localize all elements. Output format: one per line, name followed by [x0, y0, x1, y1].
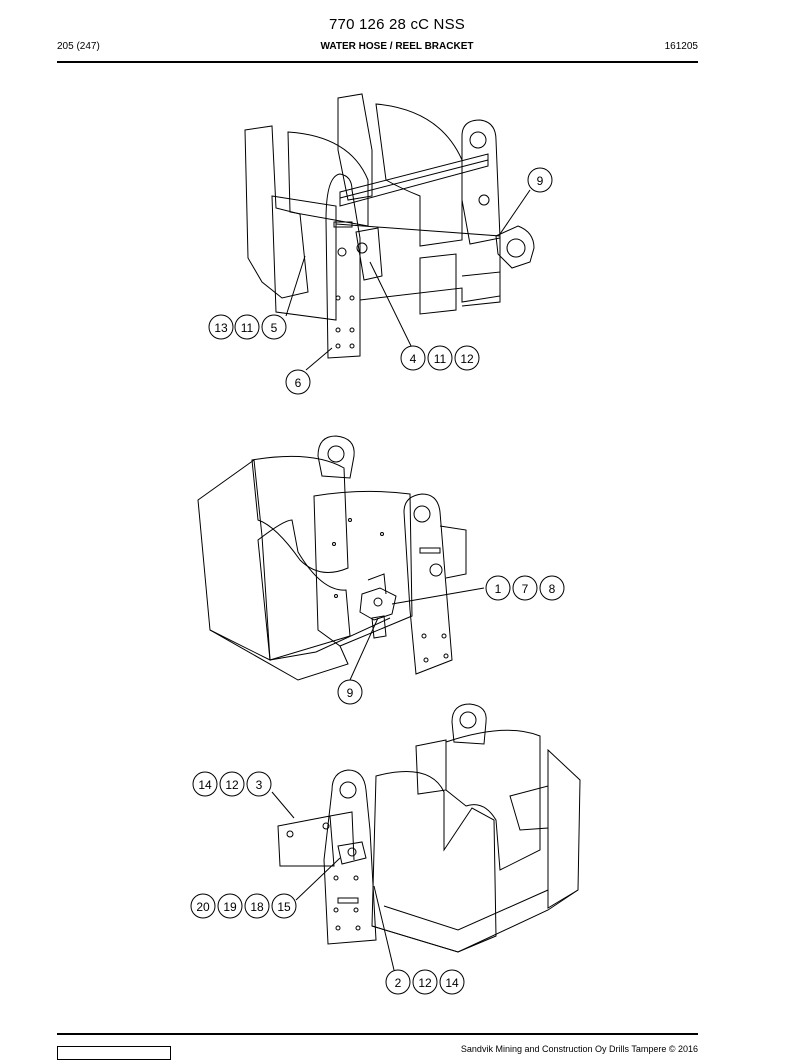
callout-label: 14 — [445, 976, 459, 990]
callout-label: 18 — [250, 900, 264, 914]
callout-label: 19 — [223, 900, 237, 914]
callout-19[interactable]: 19 — [217, 893, 243, 919]
callout-label: 11 — [434, 352, 447, 366]
document-number: 770 126 28 cC NSS — [329, 16, 465, 33]
callout-label: 12 — [225, 778, 239, 792]
callout-label: 7 — [522, 582, 529, 596]
footer-rule — [57, 1033, 698, 1035]
callout-15[interactable]: 15 — [271, 893, 297, 919]
callout-label: 14 — [198, 778, 212, 792]
callout-label: 15 — [277, 900, 291, 914]
callout-12-view3b[interactable]: 12 — [412, 969, 438, 995]
callout-label: 6 — [295, 376, 302, 390]
section-title: WATER HOSE / REEL BRACKET — [320, 41, 474, 52]
callout-label: 9 — [347, 686, 354, 700]
callout-label: 8 — [549, 582, 556, 596]
callout-label: 12 — [418, 976, 432, 990]
callout-11-view1a[interactable]: 11 — [234, 314, 260, 340]
callout-8[interactable]: 8 — [539, 575, 565, 601]
callout-label: 5 — [271, 321, 278, 335]
callout-label: 12 — [460, 352, 474, 366]
callout-14-view3a[interactable]: 14 — [192, 771, 218, 797]
callout-20[interactable]: 20 — [190, 893, 216, 919]
callout-5[interactable]: 5 — [261, 314, 287, 340]
callout-9-view1[interactable]: 9 — [527, 167, 553, 193]
page-reference: 205 (247) — [57, 41, 100, 52]
callout-2[interactable]: 2 — [385, 969, 411, 995]
callout-7[interactable]: 7 — [512, 575, 538, 601]
callout-11-view1b[interactable]: 11 — [427, 345, 453, 371]
callout-6[interactable]: 6 — [285, 369, 311, 395]
view-1-drawing — [244, 93, 535, 371]
callout-3[interactable]: 3 — [246, 771, 272, 797]
callout-9-view2[interactable]: 9 — [337, 679, 363, 705]
callout-18[interactable]: 18 — [244, 893, 270, 919]
callout-12-view1[interactable]: 12 — [454, 345, 480, 371]
callout-label: 1 — [495, 582, 502, 596]
callout-label: 3 — [256, 778, 263, 792]
view-2-drawing — [197, 435, 485, 681]
view-3-drawing — [271, 703, 581, 971]
callout-label: 9 — [537, 174, 544, 188]
callout-label: 13 — [214, 321, 228, 335]
callout-1[interactable]: 1 — [485, 575, 511, 601]
callout-4[interactable]: 4 — [400, 345, 426, 371]
callout-12-view3a[interactable]: 12 — [219, 771, 245, 797]
sandvik-logo — [57, 1046, 171, 1060]
callout-14-view3b[interactable]: 14 — [439, 969, 465, 995]
callout-label: 11 — [241, 321, 254, 335]
header-rule — [57, 61, 698, 63]
date-code: 161205 — [664, 41, 698, 52]
callout-label: 4 — [410, 352, 417, 366]
callout-label: 20 — [196, 900, 210, 914]
callout-label: 2 — [395, 976, 402, 990]
footer-copyright: Sandvik Mining and Construction Oy Drill… — [460, 1044, 698, 1054]
callout-13[interactable]: 13 — [208, 314, 234, 340]
